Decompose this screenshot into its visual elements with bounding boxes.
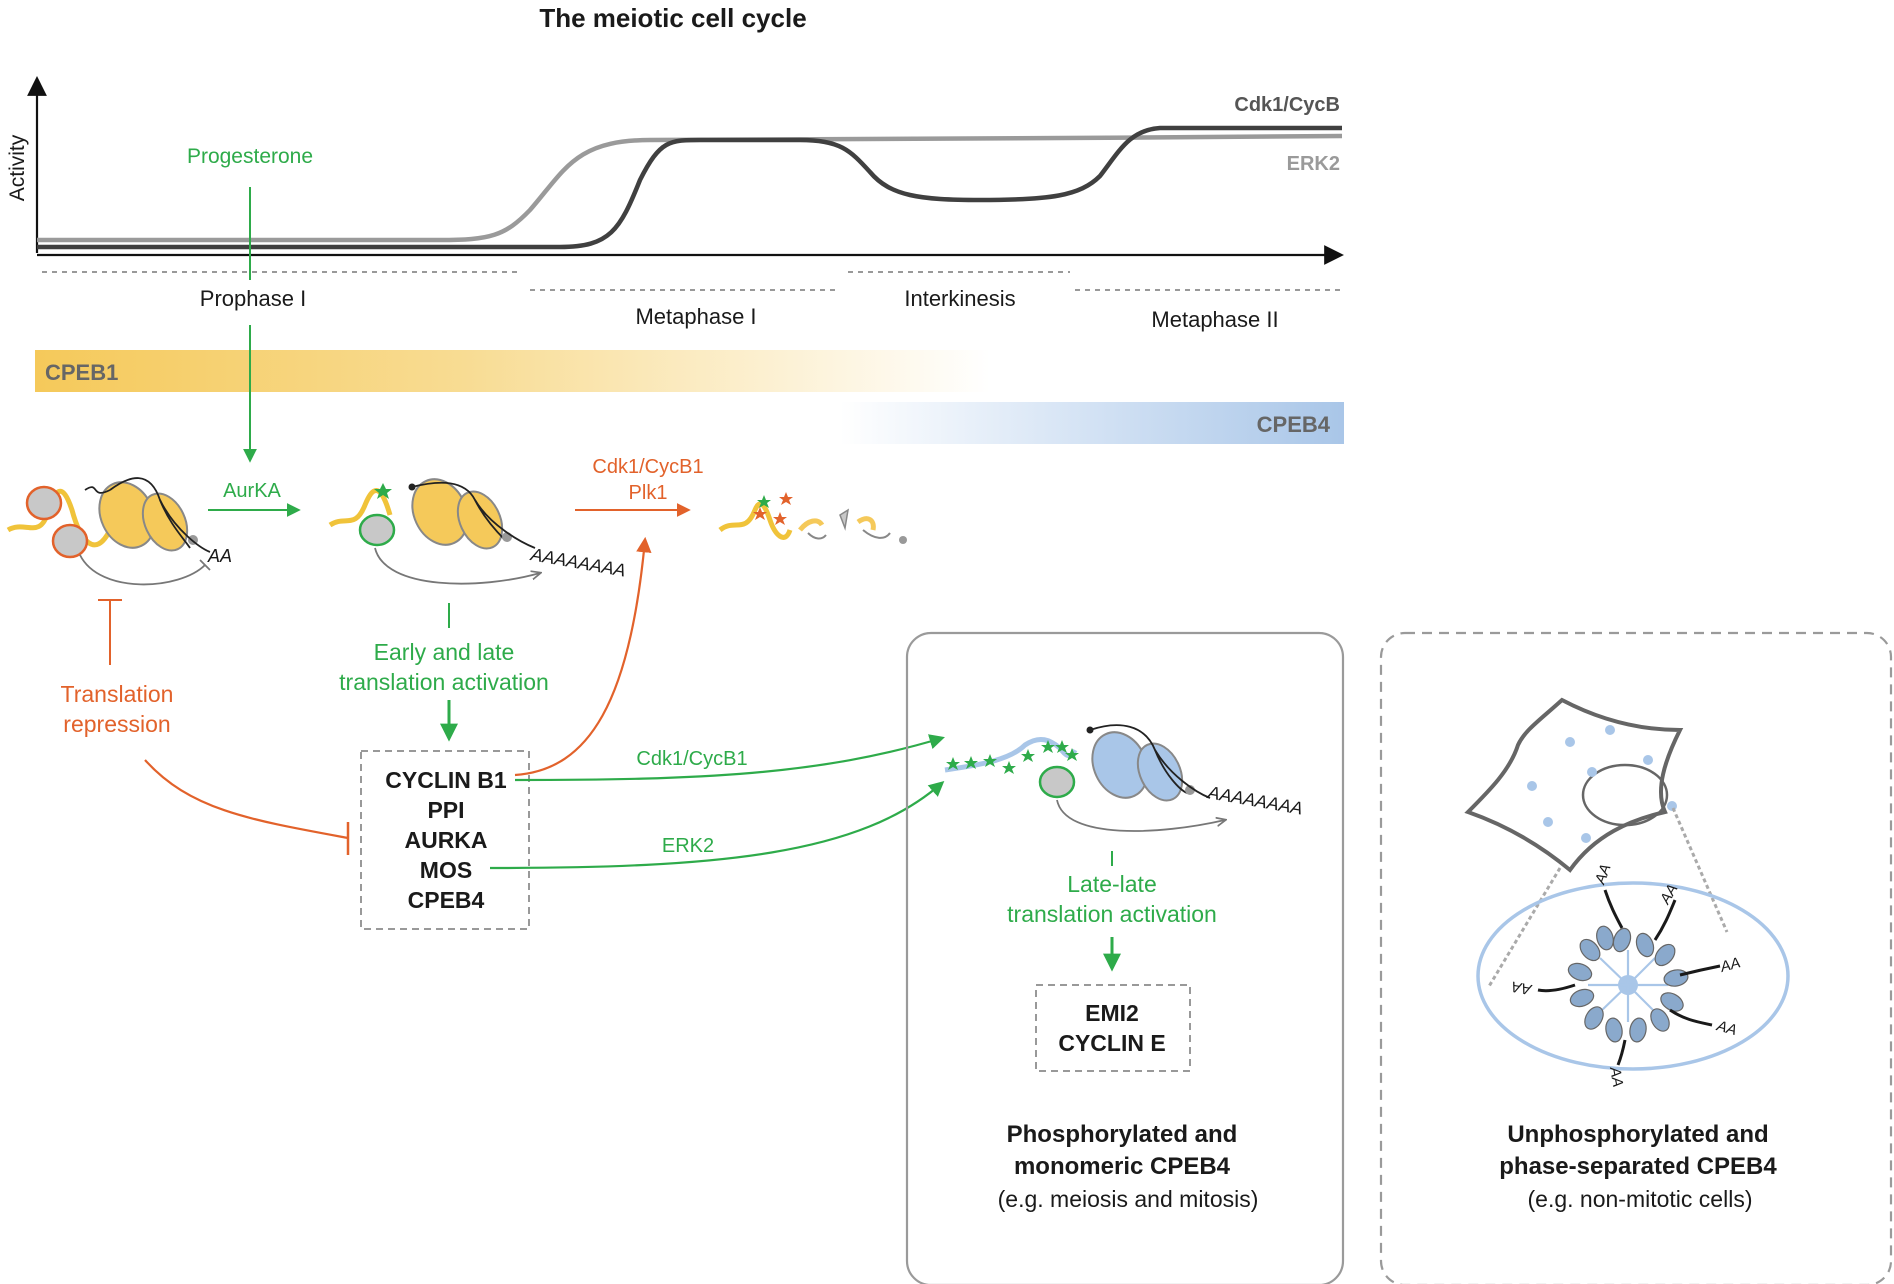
target-mos: MOS [420,857,472,883]
progesterone-label: Progesterone [187,145,313,168]
repression-inhibition-arrow [144,759,349,840]
cpeb1-repressed-complex: AA [6,477,232,586]
activation-label-2: translation activation [339,669,549,695]
phase-metaphase-1: Metaphase I [635,304,756,329]
phase-interkinesis: Interkinesis [904,286,1015,311]
phospho-title-2: monomeric CPEB4 [1014,1153,1231,1180]
cpeb1-degraded [718,492,907,544]
nucleus [1581,763,1669,827]
cdk1-curve-label: Cdk1/CycB [1234,94,1340,116]
phospho-star [374,483,392,499]
cdk1-curve [37,125,1342,250]
aa-label: AA [1606,1065,1626,1089]
polya-short-label: AA [207,546,232,566]
figure-title: The meiotic cell cycle [539,3,806,33]
zoom-line [1486,867,1562,989]
y-axis-label: Activity [6,134,29,201]
ribosome-subunit [141,492,189,552]
unphospho-title-2: phase-separated CPEB4 [1499,1153,1777,1180]
target-emi2: EMI2 [1085,1000,1139,1026]
cpeb1-active-complex: AAAAAAAA [328,478,627,585]
erk2-arrow-label: ERK2 [662,835,714,857]
unphospho-title-1: Unphosphorylated and [1507,1121,1768,1148]
cyclin-b1-feedback-arrow [514,536,652,777]
cpeb1-band-label: CPEB1 [45,360,118,385]
unphospho-subtitle: (e.g. non-mitotic cells) [1528,1186,1753,1212]
cdk1-cycb1-arrow [514,734,945,782]
erk2-arrow [489,780,945,870]
cpeb1-band [35,350,990,392]
aa-label: AA [1510,978,1534,998]
target-ppi: PPI [427,797,464,823]
panel-unphosphorylated [1379,631,1893,1284]
polya-long-label: AAAAAAAA [528,544,627,581]
aa-label: AA [1714,1017,1739,1039]
cpeb1-protein [358,513,396,547]
cdk1-cycb1-label: Cdk1/CycB1 [592,456,703,478]
cpeb1-protein-phospho-1 [25,485,63,521]
ribosome-subunit [456,490,504,550]
cdk1-cycb1-arrow-label: Cdk1/CycB1 [636,748,747,770]
activity-graph: Activity Cdk1/CycB ERK2 Progesterone Pro… [6,76,1344,332]
repression-label-2: repression [63,711,170,737]
non-mitotic-cell [1464,697,1684,873]
target-cyclin-e: CYCLIN E [1058,1030,1165,1056]
erk2-curve-label: ERK2 [1287,153,1340,175]
phospho-subtitle: (e.g. meiosis and mitosis) [998,1186,1259,1212]
cpeb4-band-label: CPEB4 [1257,412,1331,437]
phospho-title-1: Phosphorylated and [1007,1121,1238,1148]
cpeb4-active-complex: AAAAAAAA [944,724,1304,832]
target-cyclin-b1: CYCLIN B1 [385,767,507,793]
plk1-label: Plk1 [629,482,668,504]
polya-long-label: AAAAAAAA [1205,782,1304,819]
cpeb4-band [840,402,1344,444]
cpeb4-protein [1038,765,1076,799]
repression-label-1: Translation [61,681,174,707]
aurka-label: AurKA [223,480,281,502]
aa-label: AA [1718,954,1743,976]
aa-label: AA [1591,862,1614,888]
late-targets-box [1035,984,1191,1072]
targets-box [360,750,530,930]
late-label-2: translation activation [1007,901,1217,927]
condensate-droplet [1476,881,1790,1071]
zoom-line [1671,807,1729,933]
ribosome-subunit [1136,742,1184,802]
phase-metaphase-2: Metaphase II [1151,307,1278,332]
activation-label-1: Early and late [374,639,515,665]
late-label-1: Late-late [1067,871,1157,897]
target-aurka: AURKA [404,827,487,853]
panel-phosphorylated [905,631,1345,1284]
phase-prophase-1: Prophase I [200,286,306,311]
target-cpeb4: CPEB4 [408,887,485,913]
erk2-curve [37,133,1343,243]
cpeb1-protein-phospho-2 [51,523,89,559]
